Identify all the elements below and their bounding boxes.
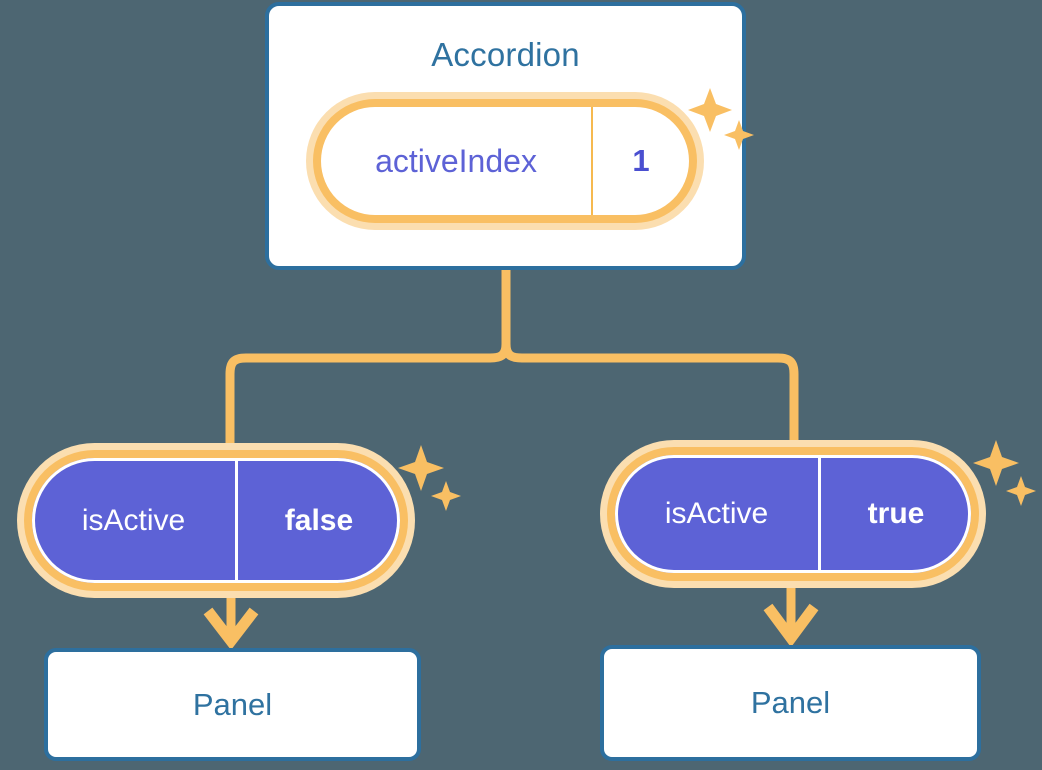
panel-title: Panel xyxy=(750,685,831,720)
arrow-down-icon-right xyxy=(763,583,819,648)
panel-card-right[interactable]: Panel xyxy=(600,645,981,761)
pill-key-label: activeIndex xyxy=(321,107,593,215)
pill-body: isActive false xyxy=(32,458,400,583)
pill-value-label: true xyxy=(867,497,925,530)
prop-pill-isactive-true[interactable]: isActive true xyxy=(600,440,986,588)
panel-title: Panel xyxy=(192,686,273,722)
state-pill-activeindex[interactable]: activeIndex 1 xyxy=(306,92,704,230)
pill-value-label: 1 xyxy=(632,143,650,178)
pill-body: isActive true xyxy=(615,455,971,573)
prop-pill-isactive-false[interactable]: isActive false xyxy=(17,443,415,598)
sparkle-small-icon xyxy=(431,481,461,511)
pill-value-label: false xyxy=(284,503,354,537)
panel-card-left[interactable]: Panel xyxy=(44,648,421,761)
sparkle-small-icon xyxy=(1006,476,1036,506)
pill-key-label: isActive xyxy=(32,458,238,583)
pill-body: activeIndex 1 xyxy=(321,107,689,215)
pill-key-label: isActive xyxy=(615,455,821,573)
accordion-title: Accordion xyxy=(431,36,580,73)
